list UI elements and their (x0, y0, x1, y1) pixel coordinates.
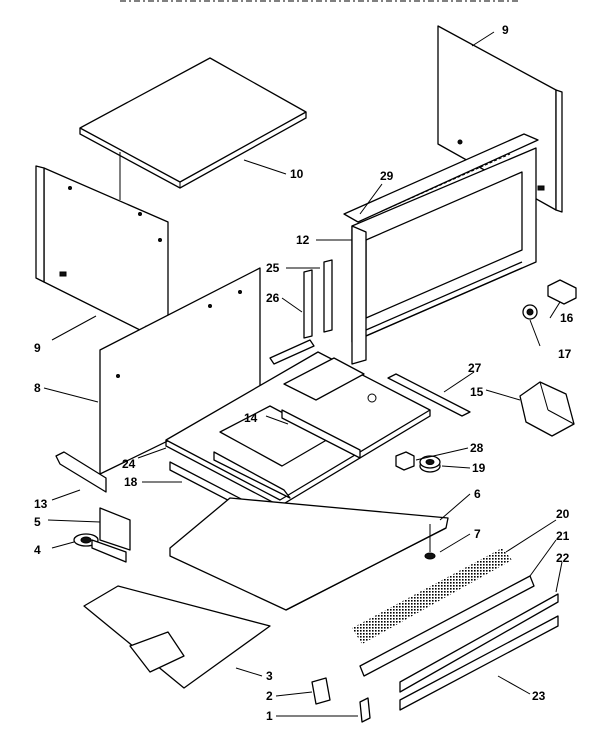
leader-lines (43, 31, 563, 717)
callout-3: 3 (266, 669, 273, 683)
small-fittings-parts (311, 677, 371, 723)
callout-25: 25 (266, 261, 280, 275)
callout-21: 21 (556, 529, 570, 543)
callout-10: 10 (290, 167, 304, 181)
callout-19: 19 (472, 461, 486, 475)
callout-27: 27 (468, 361, 482, 375)
callout-4: 4 (34, 543, 41, 557)
callout-24: 24 (122, 457, 136, 471)
knob-part (419, 455, 441, 473)
mesh-screen-part (352, 548, 512, 644)
callout-14: 14 (244, 411, 258, 425)
callout-2: 2 (266, 689, 273, 703)
clip-and-nut-parts (522, 279, 577, 320)
callout-28: 28 (470, 441, 484, 455)
callout-26: 26 (266, 291, 280, 305)
callout-13: 13 (34, 497, 48, 511)
callout-6: 6 (474, 487, 481, 501)
small-block-part (395, 451, 415, 471)
callout-16: 16 (560, 311, 574, 325)
top-frame-rail-part (343, 133, 539, 223)
callout-1: 1 (266, 709, 273, 723)
callout-23: 23 (532, 689, 546, 703)
callout-12: 12 (296, 233, 310, 247)
base-panel-part (83, 585, 271, 689)
lower-tray-part (169, 497, 449, 611)
right-rail-part (387, 373, 471, 417)
callout-29: 29 (380, 169, 394, 183)
vertical-strips-part (269, 259, 333, 365)
callout-18: 18 (124, 475, 138, 489)
callout-17: 17 (558, 347, 572, 361)
callout-9-left: 9 (34, 341, 41, 355)
left-side-panel-part (35, 165, 169, 345)
callout-20: 20 (556, 507, 570, 521)
callout-15: 15 (470, 385, 484, 399)
fastener-part (424, 552, 436, 560)
front-frame-part (351, 147, 537, 365)
callout-9-top-right: 9 (502, 23, 509, 37)
bracket-part (519, 381, 575, 437)
callout-labels: 9 10 29 12 25 26 9 8 27 15 16 17 14 28 1… (34, 23, 574, 723)
callout-8: 8 (34, 381, 41, 395)
lower-trims-part (359, 575, 559, 711)
left-small-parts (55, 451, 131, 563)
top-panel-part (79, 57, 307, 200)
callout-7: 7 (474, 527, 481, 541)
callout-5: 5 (34, 515, 41, 529)
callout-22: 22 (556, 551, 570, 565)
